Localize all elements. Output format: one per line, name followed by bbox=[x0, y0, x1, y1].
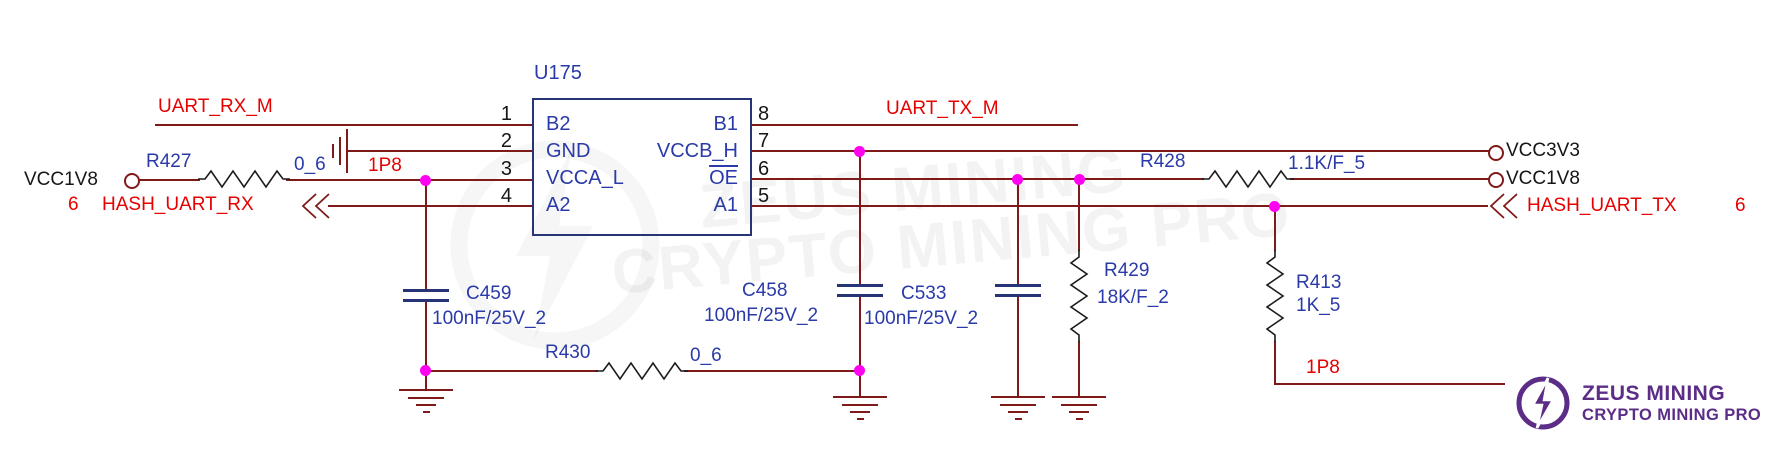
wire-a1-to-hash-tx bbox=[752, 205, 1488, 207]
value-c533: 100nF/25V_2 bbox=[864, 308, 979, 329]
chip-refdes: U175 bbox=[534, 62, 582, 84]
wire-r430-right bbox=[684, 370, 860, 372]
wire-r429-top bbox=[1078, 179, 1080, 251]
value-c458: 100nF/25V_2 bbox=[704, 305, 819, 326]
wire-uart-rx-m bbox=[155, 124, 532, 126]
resistor-symbol-r429 bbox=[1069, 250, 1089, 342]
gnd-sideways-bar1 bbox=[346, 129, 348, 173]
pin-number-1: 1 bbox=[500, 103, 512, 125]
zeus-logo-tagline: CRYPTO MINING PRO bbox=[1582, 405, 1762, 424]
zeus-mining-logo: ZEUS MINING CRYPTO MINING PRO bbox=[1514, 374, 1761, 432]
junction-dot-c458-gnd bbox=[854, 365, 865, 376]
power-port-circle-vcc1v8-left bbox=[124, 173, 140, 189]
sheet-ref-hash-rx: 6 bbox=[68, 194, 79, 215]
pin-number-2: 2 bbox=[500, 130, 512, 152]
wire-r413-bottom bbox=[1274, 341, 1276, 385]
wire-r428-to-vcc1v8 bbox=[1290, 178, 1490, 180]
chip-pin-name-vccb-h: VCCB_H bbox=[656, 140, 738, 162]
power-port-circle-vcc3v3-right bbox=[1488, 145, 1504, 161]
value-r430: 0_6 bbox=[690, 345, 722, 366]
offsheet-chevron-hash-rx bbox=[301, 193, 330, 219]
net-label-uart-tx-m: UART_TX_M bbox=[886, 98, 999, 119]
power-port-label-vcc1v8-left: VCC1V8 bbox=[24, 169, 98, 190]
wire-c458-top bbox=[859, 151, 861, 284]
wire-r427-left bbox=[139, 179, 200, 181]
gnd-sideways-bar3 bbox=[332, 144, 334, 158]
offsheet-chevron-hash-tx bbox=[1489, 193, 1518, 219]
power-port-circle-vcc1v8-right bbox=[1488, 172, 1504, 188]
wire-vccb-to-vcc3v3 bbox=[752, 150, 1490, 152]
wire-c533-bottom bbox=[1017, 295, 1019, 397]
chip-pin-name-vcca-l: VCCA_L bbox=[546, 167, 624, 189]
gnd-sideways-bar2 bbox=[339, 137, 341, 165]
refdes-r427: R427 bbox=[146, 151, 192, 172]
net-label-hash-uart-tx: HASH_UART_TX bbox=[1527, 195, 1677, 216]
wire-c458-bottom bbox=[859, 295, 861, 397]
resistor-symbol-r428 bbox=[1202, 169, 1294, 189]
refdes-c459: C459 bbox=[466, 283, 512, 304]
refdes-r430: R430 bbox=[545, 342, 591, 363]
refdes-c458: C458 bbox=[742, 280, 788, 301]
refdes-r413: R413 bbox=[1296, 272, 1342, 293]
net-label-1p8-right: 1P8 bbox=[1306, 357, 1340, 378]
pin-number-5: 5 bbox=[758, 185, 770, 207]
wire-oe-to-r428 bbox=[752, 178, 1204, 180]
wire-gnd-stub bbox=[348, 150, 532, 152]
wire-c533-top bbox=[1017, 179, 1019, 284]
zeus-logo-name: ZEUS MINING bbox=[1582, 382, 1726, 405]
chip-pin-name-b1: B1 bbox=[713, 113, 738, 135]
refdes-c533: C533 bbox=[901, 283, 947, 304]
refdes-r428: R428 bbox=[1140, 151, 1186, 172]
resistor-symbol-r427 bbox=[198, 169, 290, 189]
wire-1p8-to-pin3 bbox=[286, 179, 532, 181]
wire-r430-left bbox=[426, 370, 598, 372]
pin-number-6: 6 bbox=[758, 158, 770, 180]
junction-dot-c459-gnd bbox=[420, 365, 431, 376]
junction-dot-oe-r429 bbox=[1074, 174, 1085, 185]
net-label-hash-uart-rx: HASH_UART_RX bbox=[102, 194, 254, 215]
net-label-1p8-left: 1P8 bbox=[368, 155, 402, 176]
net-label-uart-rx-m: UART_RX_M bbox=[158, 96, 273, 117]
sheet-ref-hash-tx: 6 bbox=[1735, 195, 1746, 216]
chip-pin-name-a1: A1 bbox=[713, 194, 738, 216]
value-r413: 1K_5 bbox=[1296, 295, 1341, 316]
power-port-label-vcc3v3-right: VCC3V3 bbox=[1506, 140, 1580, 161]
pin-number-7: 7 bbox=[758, 130, 770, 152]
chip-body-u175: B2 GND VCCA_L A2 B1 VCCB_H OE A1 bbox=[532, 98, 752, 236]
resistor-symbol-r413 bbox=[1265, 250, 1285, 342]
pin-number-8: 8 bbox=[758, 103, 770, 125]
chip-pin-name-oe: OE bbox=[709, 167, 738, 189]
power-port-label-vcc1v8-right: VCC1V8 bbox=[1506, 168, 1580, 189]
chip-pin-name-a2: A2 bbox=[546, 194, 571, 216]
chip-pin-name-gnd: GND bbox=[546, 140, 591, 162]
junction-dot-a1-r413 bbox=[1269, 201, 1280, 212]
wire-c459-bottom bbox=[425, 300, 427, 390]
junction-dot-vccb-c458 bbox=[854, 146, 865, 157]
pin-number-3: 3 bbox=[500, 158, 512, 180]
value-c459: 100nF/25V_2 bbox=[432, 308, 547, 329]
resistor-symbol-r430 bbox=[596, 361, 688, 381]
refdes-r429: R429 bbox=[1104, 260, 1150, 281]
zeus-lightning-icon bbox=[1516, 376, 1570, 430]
junction-dot-1p8-c459 bbox=[420, 175, 431, 186]
wire-r429-bottom bbox=[1078, 341, 1080, 397]
watermark-logo-ghost bbox=[450, 140, 660, 350]
wire-c459-top bbox=[425, 180, 427, 290]
junction-dot-oe-c533 bbox=[1012, 174, 1023, 185]
zeus-logo-text: ZEUS MINING CRYPTO MINING PRO bbox=[1582, 382, 1761, 424]
pin-number-4: 4 bbox=[500, 185, 512, 207]
wire-uart-tx-m bbox=[752, 124, 1078, 126]
chip-pin-name-b2: B2 bbox=[546, 113, 571, 135]
value-r428: 1.1K/F_5 bbox=[1288, 153, 1366, 174]
value-r427: 0_6 bbox=[294, 154, 326, 175]
value-r429: 18K/F_2 bbox=[1097, 287, 1169, 308]
wire-r413-top bbox=[1274, 206, 1276, 251]
wire-1p8-r413 bbox=[1275, 383, 1505, 385]
wire-hash-rx bbox=[328, 205, 532, 207]
